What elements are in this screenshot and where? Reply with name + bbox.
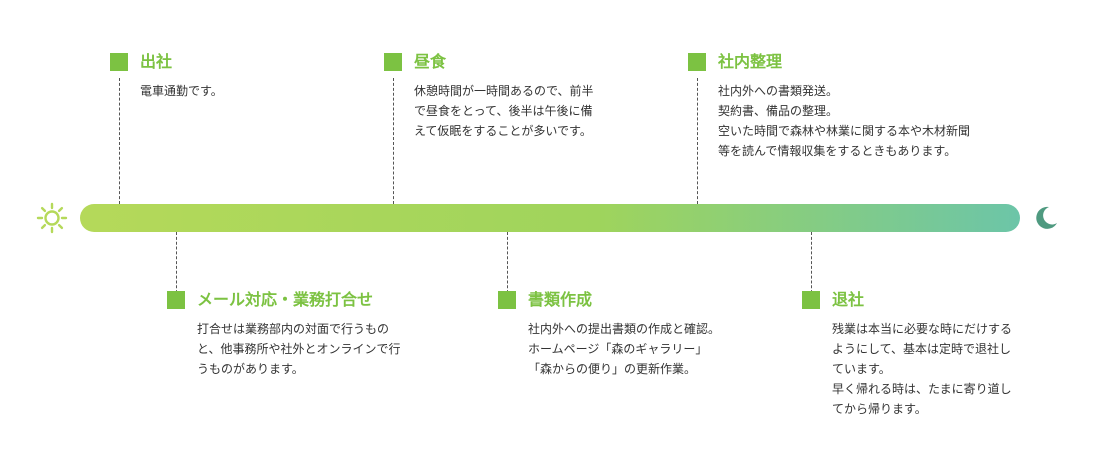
- event-header: 昼食: [384, 51, 594, 73]
- event-marker: [384, 53, 402, 71]
- event-description: 社内外への提出書類の作成と確認。 ホームページ「森のギャラリー」 「森からの便り…: [528, 319, 720, 379]
- event-description-line: うものがあります。: [197, 362, 304, 376]
- event-description-line: 電車通勤です。: [140, 84, 223, 98]
- connector-bottom-2: [507, 232, 508, 298]
- event-marker: [498, 291, 516, 309]
- event-marker: [167, 291, 185, 309]
- sun-icon: [36, 202, 68, 234]
- connector-top-2: [393, 78, 394, 204]
- event-arrival: 出社 電車通勤です。: [110, 51, 223, 101]
- event-header: メール対応・業務打合せ: [167, 289, 401, 311]
- event-description-line: 早く帰れる時は、たまに寄り道し: [832, 382, 1012, 396]
- event-description-line: 社内外への提出書類の作成と確認。: [528, 322, 721, 336]
- event-header: 社内整理: [688, 51, 970, 73]
- event-description-line: えて仮眠をすることが多いです。: [414, 124, 592, 138]
- event-title: 書類作成: [528, 290, 593, 309]
- event-office-organizing: 社内整理 社内外への書類発送。 契約書、備品の整理。 空いた時間で森林や林業に関…: [688, 51, 970, 161]
- event-description-line: 残業は本当に必要な時にだけする: [832, 322, 1013, 336]
- event-description-line: 打合せは業務部内の対面で行うもの: [197, 322, 390, 336]
- event-email-meetings: メール対応・業務打合せ 打合せは業務部内の対面で行うもの と、他事務所や社外とオ…: [167, 289, 401, 379]
- event-description: 電車通勤です。: [140, 81, 223, 101]
- event-description-line: ホームページ「森のギャラリー」: [528, 342, 708, 356]
- moon-icon: [1036, 206, 1057, 229]
- event-marker: [802, 291, 820, 309]
- event-description-line: てから帰ります。: [832, 402, 927, 416]
- event-description: 休憩時間が一時間あるので、前半 で昼食をとって、後半は午後に備 えて仮眠をするこ…: [414, 81, 594, 141]
- event-title: 出社: [140, 52, 173, 71]
- event-description-line: ようにして、基本は定時で退社し: [832, 342, 1012, 356]
- event-header: 退社: [802, 289, 1012, 311]
- event-document-creation: 書類作成 社内外への提出書類の作成と確認。 ホームページ「森のギャラリー」 「森…: [498, 289, 720, 379]
- event-description-line: 契約書、備品の整理。: [718, 104, 839, 118]
- connector-top-3: [697, 78, 698, 204]
- event-title: メール対応・業務打合せ: [197, 290, 374, 309]
- event-description: 社内外への書類発送。 契約書、備品の整理。 空いた時間で森林や林業に関する本や木…: [718, 81, 970, 161]
- event-description-line: 社内外への書類発送。: [718, 84, 839, 98]
- event-title: 昼食: [414, 52, 447, 71]
- event-description-line: 空いた時間で森林や林業に関する本や木材新聞: [718, 124, 971, 138]
- event-description-line: 休憩時間が一時間あるので、前半: [414, 84, 594, 98]
- event-header: 書類作成: [498, 289, 720, 311]
- connector-bottom-1: [176, 232, 177, 298]
- event-lunch: 昼食 休憩時間が一時間あるので、前半 で昼食をとって、後半は午後に備 えて仮眠を…: [384, 51, 594, 141]
- event-description-line: ています。: [832, 362, 891, 376]
- event-marker: [688, 53, 706, 71]
- connector-top-1: [119, 78, 120, 204]
- event-description-line: と、他事務所や社外とオンラインで行: [197, 342, 401, 356]
- event-description: 打合せは業務部内の対面で行うもの と、他事務所や社外とオンラインで行 うものがあ…: [197, 319, 401, 379]
- event-title: 退社: [832, 290, 865, 309]
- event-description-line: 「森からの便り」の更新作業。: [528, 362, 697, 376]
- event-marker: [110, 53, 128, 71]
- event-title: 社内整理: [718, 52, 783, 71]
- event-header: 出社: [110, 51, 223, 73]
- event-departure: 退社 残業は本当に必要な時にだけする ようにして、基本は定時で退社し ています。…: [802, 289, 1012, 419]
- event-description-line: 等を読んで情報収集をするときもあります。: [718, 144, 957, 158]
- event-description-line: で昼食をとって、後半は午後に備: [414, 104, 593, 118]
- connector-bottom-3: [811, 232, 812, 298]
- event-description: 残業は本当に必要な時にだけする ようにして、基本は定時で退社し ています。 早く…: [832, 319, 1012, 419]
- timeline-bar: [80, 204, 1020, 232]
